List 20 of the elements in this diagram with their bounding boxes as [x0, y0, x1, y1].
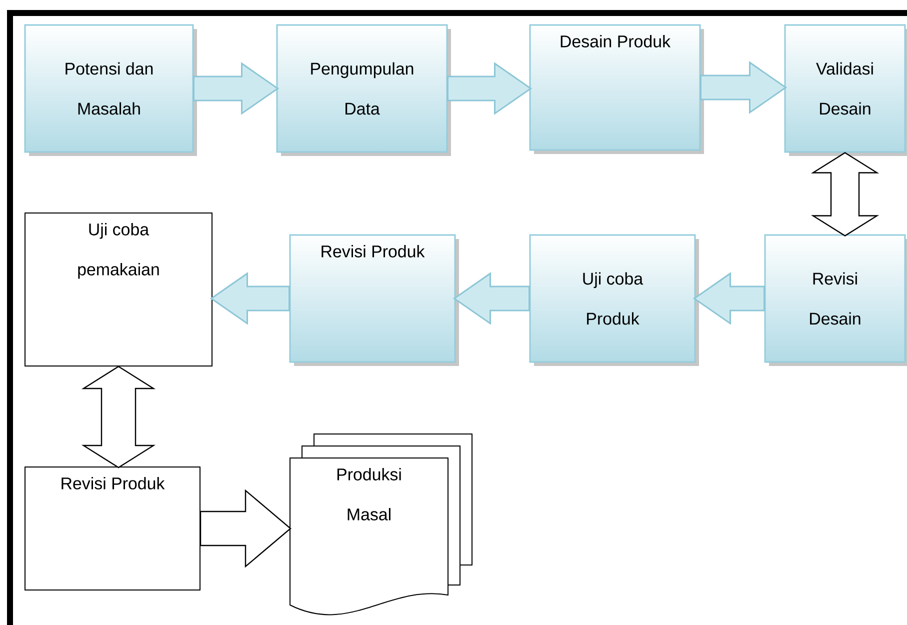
block-arrow [692, 272, 765, 325]
block-arrow [210, 272, 290, 325]
block-arrow [447, 62, 532, 115]
process-box: Revisi Produk [24, 466, 200, 590]
node-label: Produksi Masal [337, 468, 401, 520]
block-arrow [452, 272, 530, 325]
block-arrow [810, 152, 880, 236]
process-box: Revisi Desain [764, 234, 907, 366]
block-arrow [200, 489, 292, 568]
block-arrow [700, 61, 788, 114]
process-box: Revisi Produk [289, 234, 459, 366]
process-box: Uji coba Produk [529, 234, 699, 366]
block-arrow [193, 62, 280, 115]
document-stack: Produksi Masal [290, 434, 472, 616]
process-box: Desain Produk [529, 24, 704, 154]
block-arrow [81, 366, 156, 468]
process-box: Uji coba pemakaian [24, 212, 212, 366]
process-box: Pengumpulan Data [276, 24, 451, 156]
process-box: Potensi dan Masalah [24, 24, 197, 156]
process-box: Validasi Desain [784, 24, 907, 156]
